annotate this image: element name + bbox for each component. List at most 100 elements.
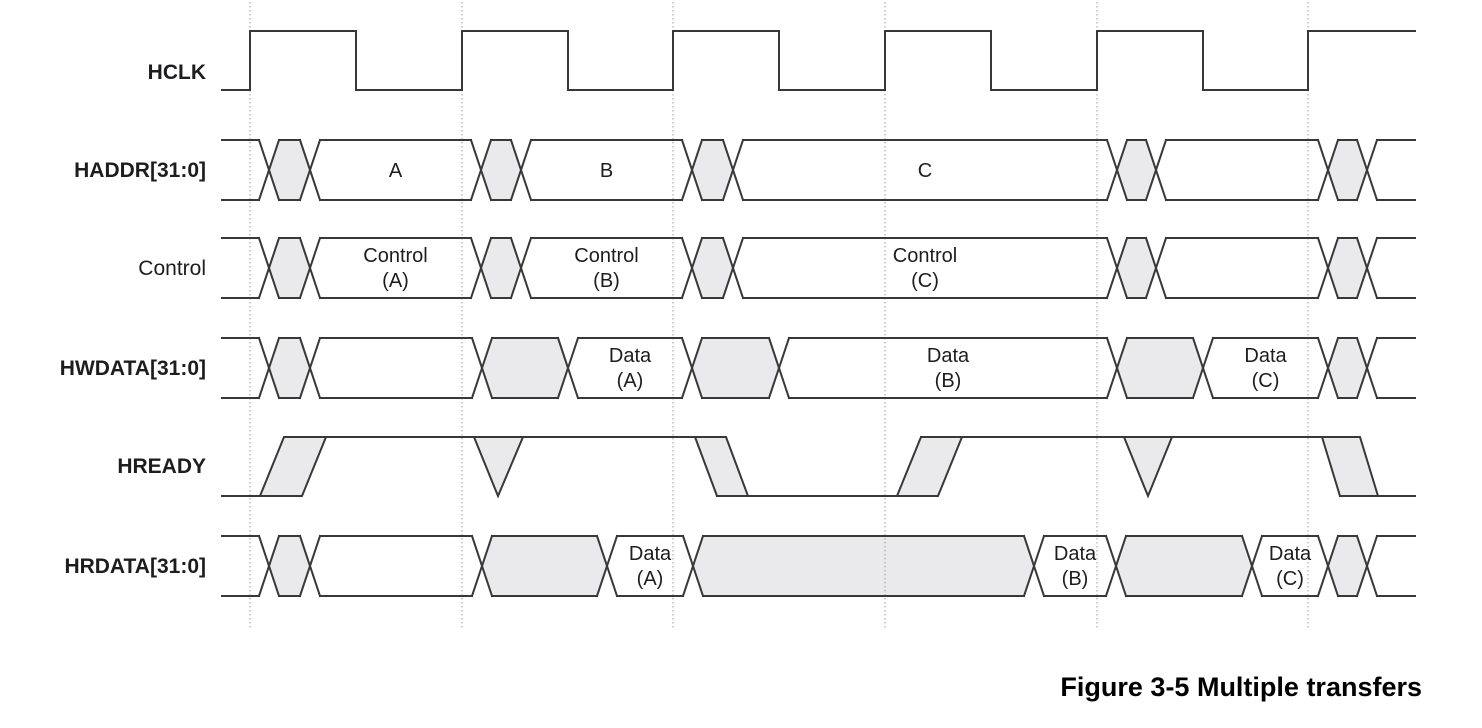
bus-value-label: Data: [1269, 543, 1312, 565]
bus-segment-fill-hrdata: [1328, 536, 1367, 596]
bus-segment-fill-hwdata: [1328, 338, 1367, 398]
signal-label-control: Control: [138, 257, 206, 280]
bus-crossing-line: [1316, 336, 1340, 400]
bus-crossing-line: [556, 336, 580, 400]
bus-crossing-line: [298, 236, 322, 300]
bus-segment-fill-hwdata: [692, 338, 779, 398]
bus-value-label: (C): [1252, 370, 1280, 392]
bus-crossing-line: [681, 534, 705, 598]
bus-crossing-line: [1316, 138, 1340, 202]
bus-segment-fill-hrdata: [1116, 536, 1252, 596]
bus-segment-fill-control: [310, 238, 481, 298]
bus-value-label: A: [389, 160, 403, 182]
bus-segment-fill-hwdata: [482, 338, 568, 398]
bus-segment-fill-haddr: [1328, 140, 1367, 200]
bus-value-label: (B): [593, 270, 620, 292]
bus-segment-fill-hwdata: [1367, 338, 1415, 398]
bus-crossing-line: [1022, 534, 1046, 598]
bus-crossing-line: [470, 534, 494, 598]
bus-segment-fill-control: [521, 238, 692, 298]
bus-crossing-line: [1105, 236, 1129, 300]
signal-label-hready: HREADY: [117, 455, 206, 478]
bus-value-label: (A): [617, 370, 644, 392]
bus-segment-fill-control: [1328, 238, 1367, 298]
bus-crossing-line: [1105, 138, 1129, 202]
bus-crossing-line: [1191, 336, 1215, 400]
bus-value-label: Control: [363, 245, 427, 267]
bus-crossing-line: [1316, 534, 1340, 598]
bus-value-label: (B): [935, 370, 962, 392]
hready-transition-fill: [474, 437, 523, 496]
bus-crossing-line: [1105, 336, 1129, 400]
bus-crossing-line: [1355, 236, 1379, 300]
bus-segment-fill-hwdata: [269, 338, 310, 398]
bus-value-label: Data: [629, 543, 672, 565]
bus-crossing-line: [298, 534, 322, 598]
bus-crossing-line: [469, 138, 493, 202]
bus-crossing-line: [298, 138, 322, 202]
bus-segment-fill-haddr: [269, 140, 310, 200]
bus-segment-fill-hwdata: [1203, 338, 1328, 398]
bus-crossing-line: [509, 138, 533, 202]
hready-transition-outline: [472, 436, 525, 499]
bus-crossing-line: [1355, 336, 1379, 400]
signal-label-haddr: HADDR[31:0]: [74, 159, 206, 182]
bus-segment-fill-hrdata: [1367, 536, 1415, 596]
bus-segment-fill-haddr: [310, 140, 481, 200]
bus-value-label: (C): [911, 270, 939, 292]
bus-segment-fill-hrdata: [310, 536, 482, 596]
bus-segment-fill-haddr: [1117, 140, 1156, 200]
bus-value-label: (A): [382, 270, 409, 292]
bus-crossing-line: [680, 336, 704, 400]
bus-segment-fill-haddr: [692, 140, 733, 200]
bus-segment-fill-hwdata: [779, 338, 1117, 398]
bus-crossing-line: [721, 236, 745, 300]
bus-value-label: B: [600, 160, 613, 182]
bus-value-label: Data: [1054, 543, 1097, 565]
bus-crossing-line: [1316, 236, 1340, 300]
bus-crossing-line: [1104, 534, 1128, 598]
clock-waveform: [221, 30, 1416, 91]
bus-crossing-line: [470, 336, 494, 400]
bus-crossing-line: [298, 336, 322, 400]
bus-segment-fill-haddr: [1367, 140, 1415, 200]
bus-segment-fill-hrdata: [482, 536, 607, 596]
bus-segment-fill-control: [269, 238, 310, 298]
bus-crossing-line: [1355, 534, 1379, 598]
bus-segment-fill-haddr: [733, 140, 1117, 200]
bus-segment-fill-haddr: [481, 140, 521, 200]
bus-crossing-line: [721, 138, 745, 202]
bus-segment-fill-haddr: [521, 140, 692, 200]
hready-transition-fill: [897, 437, 962, 496]
bus-crossing-line: [680, 236, 704, 300]
hready-transition-fill: [260, 437, 326, 496]
signal-label-hrdata: HRDATA[31:0]: [64, 555, 206, 578]
bus-value-label: (C): [1276, 568, 1304, 590]
bus-value-label: Data: [609, 345, 652, 367]
bus-segment-fill-hrdata: [1252, 536, 1328, 596]
bus-crossing-line: [1144, 138, 1168, 202]
bus-crossing-line: [680, 138, 704, 202]
bus-value-label: Data: [1244, 345, 1287, 367]
bus-crossing-line: [509, 236, 533, 300]
bus-crossing-line: [257, 138, 281, 202]
signal-label-hclk: HCLK: [148, 61, 206, 84]
bus-segment-fill-hwdata: [1117, 338, 1203, 398]
bus-crossing-line: [1144, 236, 1168, 300]
bus-crossing-line: [257, 534, 281, 598]
bus-value-label: C: [918, 160, 932, 182]
bus-segment-fill-control: [481, 238, 521, 298]
bus-segment-fill-haddr: [222, 140, 269, 200]
bus-segment-fill-hrdata: [269, 536, 310, 596]
signal-label-hwdata: HWDATA[31:0]: [60, 357, 206, 380]
bus-segment-fill-control: [222, 238, 269, 298]
bus-segment-fill-haddr: [1156, 140, 1328, 200]
bus-segment-fill-hwdata: [222, 338, 269, 398]
bus-value-label: Control: [574, 245, 638, 267]
bus-segment-fill-hrdata: [607, 536, 693, 596]
bus-segment-fill-hwdata: [310, 338, 482, 398]
bus-crossing-line: [257, 336, 281, 400]
bus-crossing-line: [1355, 138, 1379, 202]
